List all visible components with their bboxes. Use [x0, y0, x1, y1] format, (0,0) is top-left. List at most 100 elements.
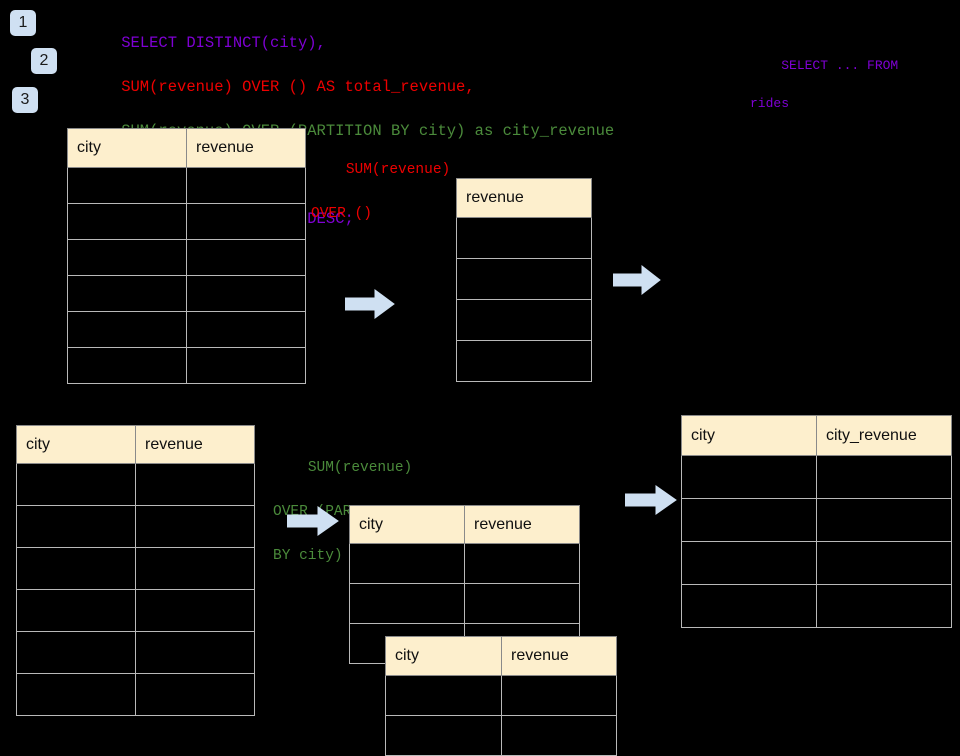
column-header-revenue: revenue — [464, 505, 580, 544]
table-row — [456, 258, 592, 300]
cell-city-revenue — [816, 584, 952, 628]
table-row — [456, 299, 592, 341]
cell-revenue — [186, 203, 306, 240]
cell-city-revenue — [816, 541, 952, 585]
cell-city — [681, 455, 817, 499]
table-row — [16, 673, 255, 716]
cell-city — [349, 583, 465, 624]
table-header-row: city revenue — [349, 505, 580, 544]
column-header-city: city — [67, 128, 187, 168]
step-badge-3: 3 — [12, 87, 38, 113]
city-revenue-result-table: city city_revenue — [681, 415, 952, 628]
table-row — [67, 203, 306, 240]
table-row — [349, 543, 580, 584]
cell-revenue — [456, 258, 592, 300]
cell-revenue — [186, 275, 306, 312]
table-row — [16, 505, 255, 548]
partition-group-table-front: city revenue — [385, 636, 617, 756]
annotation-total-window-line1: SUM(revenue) — [345, 162, 451, 178]
table-row — [385, 715, 617, 756]
column-header-city: city — [349, 505, 465, 544]
cell-city — [385, 715, 502, 756]
rides-source-table: city revenue — [67, 128, 306, 384]
table-row — [456, 217, 592, 259]
table-row — [349, 583, 580, 624]
sql-line-select: SELECT DISTINCT(city), — [121, 34, 326, 52]
cell-revenue — [456, 217, 592, 259]
table-body — [67, 167, 306, 384]
cell-revenue — [501, 715, 617, 756]
step-badge-2: 2 — [31, 48, 57, 74]
step-badge-1: 1 — [10, 10, 36, 36]
cell-revenue — [464, 543, 580, 584]
sql-line-total-revenue: SUM(revenue) OVER () AS total_revenue, — [84, 78, 475, 96]
cell-city — [67, 203, 187, 240]
annotation-total-window: SUM(revenue) OVER () — [311, 137, 450, 247]
cell-city — [67, 311, 187, 348]
table-row — [16, 631, 255, 674]
cell-city — [681, 541, 817, 585]
cell-revenue — [464, 583, 580, 624]
rides-source-table-bottom: city revenue — [16, 425, 255, 716]
table-header-row: city city_revenue — [681, 415, 952, 456]
table-row — [67, 239, 306, 276]
right-arrow-icon — [624, 485, 677, 515]
cell-revenue — [501, 675, 617, 716]
cell-revenue — [135, 589, 255, 632]
cell-city — [681, 498, 817, 542]
table-row — [681, 498, 952, 542]
table-row — [67, 275, 306, 312]
table-header-row: revenue — [456, 178, 592, 218]
cell-city — [67, 347, 187, 384]
cell-city — [67, 275, 187, 312]
table-header-row: city revenue — [385, 636, 617, 676]
cell-revenue — [186, 311, 306, 348]
table-row — [681, 584, 952, 628]
column-header-city: city — [681, 415, 817, 456]
table-row — [681, 455, 952, 499]
cell-revenue — [186, 239, 306, 276]
right-arrow-icon — [286, 506, 339, 536]
cell-revenue — [135, 673, 255, 716]
annotation-partition-window-line3: BY city) — [273, 548, 343, 564]
arrow-total-to-result — [612, 264, 661, 301]
total-revenue-table: revenue — [456, 178, 592, 382]
table-body — [456, 217, 592, 382]
table-row — [456, 340, 592, 382]
right-arrow-icon — [612, 264, 661, 296]
cell-revenue — [186, 167, 306, 204]
column-header-revenue: revenue — [135, 425, 255, 464]
annotation-total-window-line2: OVER () — [311, 206, 372, 222]
column-header-city: city — [16, 425, 136, 464]
cell-city — [16, 463, 136, 506]
table-row — [16, 547, 255, 590]
cell-city — [681, 584, 817, 628]
arrow-partition-to-result — [624, 484, 677, 521]
cell-city — [67, 167, 187, 204]
sql-side-note: SELECT ... FROM rides — [750, 37, 898, 132]
cell-revenue — [135, 505, 255, 548]
column-header-city: city — [385, 636, 502, 676]
cell-city — [385, 675, 502, 716]
cell-city — [16, 631, 136, 674]
cell-revenue — [456, 299, 592, 341]
sql-side-note-line2: rides — [750, 96, 790, 111]
cell-revenue — [135, 463, 255, 506]
cell-revenue — [135, 547, 255, 590]
cell-revenue — [186, 347, 306, 384]
diagram-canvas: 1 2 3 SELECT DISTINCT(city), SUM(revenue… — [10, 10, 952, 756]
cell-revenue — [135, 631, 255, 674]
cell-city-revenue — [816, 455, 952, 499]
table-row — [16, 589, 255, 632]
sql-side-note-line1: SELECT ... FROM — [781, 58, 899, 73]
cell-city — [16, 547, 136, 590]
table-body — [16, 463, 255, 716]
cell-city — [67, 239, 187, 276]
column-header-revenue: revenue — [501, 636, 617, 676]
cell-city — [16, 673, 136, 716]
table-header-row: city revenue — [67, 128, 306, 168]
arrow-source-to-partition — [286, 505, 339, 542]
column-header-city-revenue: city_revenue — [816, 415, 952, 456]
table-row — [385, 675, 617, 716]
table-row — [67, 167, 306, 204]
